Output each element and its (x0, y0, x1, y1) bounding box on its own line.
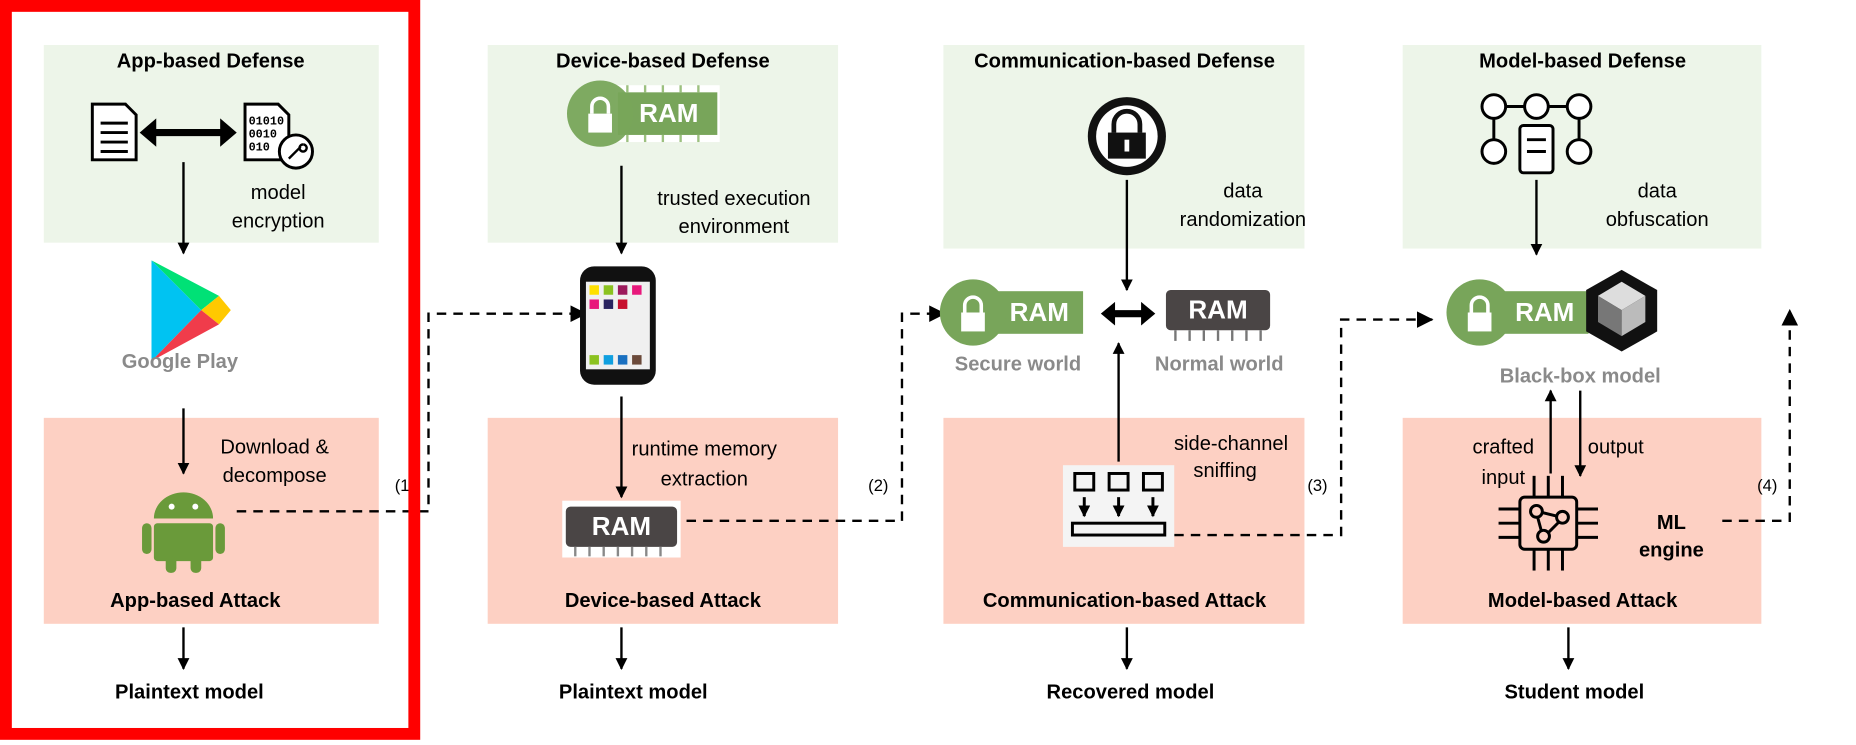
black-box-cube-icon (1586, 269, 1658, 352)
ml-engine-label: engine (1638, 538, 1704, 562)
result-label: Plaintext model (558, 680, 708, 704)
link-label: (2) (868, 475, 889, 495)
defense-label: encryption (231, 209, 325, 233)
defense-label: data (1223, 179, 1263, 203)
ram-label: RAM (1515, 297, 1575, 327)
lock-circle-icon (1087, 97, 1166, 176)
locked-ram-icon (1446, 279, 1591, 346)
google-play-icon (151, 260, 231, 362)
smartphone-icon (580, 266, 656, 385)
svg-text:0010: 0010 (249, 127, 277, 141)
model-attack-title: Model-based Attack (1487, 589, 1678, 612)
highlight-frame (0, 0, 421, 740)
google-play-label: Google Play (121, 350, 239, 373)
link-2 (686, 305, 946, 523)
secure-world-label: Secure world (954, 352, 1082, 376)
defense-label: trusted execution (657, 187, 811, 210)
defense-label: model (250, 181, 306, 204)
device-defense-title: Device-based Defense (556, 49, 770, 73)
defense-label: randomization (1179, 208, 1307, 231)
app-attack-title: App-based Attack (110, 589, 281, 612)
app-defense-title: App-based Defense (116, 49, 305, 73)
flowchart-icon (1480, 93, 1593, 175)
ram-label: RAM (591, 511, 652, 541)
android-icon (142, 492, 225, 573)
link-3 (1174, 311, 1434, 537)
output-label: output (1587, 435, 1644, 459)
app-attack-box (43, 417, 379, 624)
attack-label: sniffing (1193, 459, 1257, 482)
result-label: Student model (1504, 680, 1645, 704)
defense-label: obfuscation (1605, 208, 1709, 231)
device-attack-title: Device-based Attack (564, 589, 761, 612)
defense-label: data (1637, 179, 1677, 203)
attack-label: side-channel (1173, 432, 1289, 455)
ml-engine-label: ML (1656, 511, 1686, 534)
ram-label: RAM (1188, 294, 1248, 325)
link-label: (3) (1307, 475, 1328, 495)
link-4 (1722, 308, 1799, 523)
attack-label: extraction (660, 467, 748, 491)
ram-chip-icon (562, 500, 681, 558)
communication-attack-title: Communication-based Attack (982, 589, 1267, 612)
document-icon (90, 102, 138, 162)
locked-ram-icon (566, 80, 720, 147)
crafted-input-label: input (1481, 466, 1526, 489)
model-defense-title: Model-based Defense (1479, 49, 1687, 73)
encrypted-file-key-icon: 01010 0010 010 (243, 102, 314, 170)
normal-world-label: Normal world (1154, 352, 1284, 376)
result-label: Plaintext model (115, 680, 264, 704)
svg-text:010: 010 (249, 140, 270, 154)
device-defense-box (487, 44, 839, 243)
link-label: (4) (1757, 475, 1778, 495)
black-box-model-label: Black-box model (1499, 364, 1661, 388)
result-label: Recovered model (1046, 680, 1215, 704)
ram-label: RAM (1009, 297, 1069, 327)
model-attack-box (1402, 417, 1762, 624)
communication-defense-title: Communication-based Defense (974, 49, 1275, 73)
ram-chip-icon (1165, 290, 1271, 341)
attack-label: Download & (220, 435, 329, 459)
ml-chip-icon (1498, 475, 1598, 571)
sniffing-icon (1062, 465, 1175, 547)
attack-label: runtime memory (631, 437, 777, 461)
svg-text:01010: 01010 (249, 114, 284, 128)
attack-label: decompose (222, 464, 327, 487)
crafted-input-label: crafted (1472, 435, 1535, 459)
ram-label: RAM (639, 98, 699, 128)
link-1 (236, 305, 588, 513)
locked-ram-icon (939, 279, 1086, 346)
defense-label: environment (678, 215, 790, 238)
